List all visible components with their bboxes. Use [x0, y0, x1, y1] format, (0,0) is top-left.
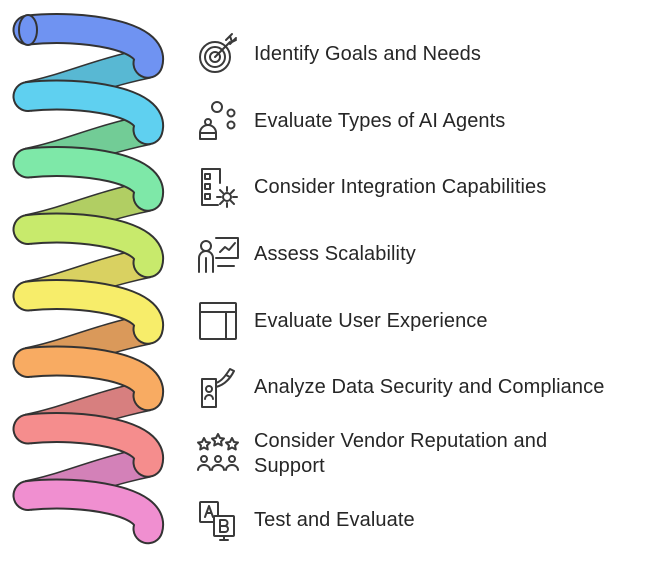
step-label: Evaluate Types of AI Agents	[254, 109, 506, 132]
step-integration: Consider Integration Capabilities	[196, 159, 646, 215]
color-spiral	[12, 13, 164, 545]
spiral-front-strand	[14, 347, 162, 410]
spiral-front-strand	[14, 15, 162, 77]
layout-window-icon	[196, 299, 240, 343]
step-scalability: Assess Scalability	[196, 226, 646, 282]
step-user-experience: Evaluate User Experience	[196, 293, 646, 349]
spiral-front-strand	[14, 281, 162, 343]
id-badge-icon	[196, 365, 240, 409]
step-label: Test and Evaluate	[254, 508, 415, 531]
step-label: Identify Goals and Needs	[254, 42, 481, 65]
step-label: Analyze Data Security and Compliance	[254, 375, 605, 398]
target-icon	[196, 32, 240, 76]
step-identify-goals: Identify Goals and Needs	[196, 26, 646, 82]
step-evaluate-ai-agents: Evaluate Types of AI Agents	[196, 93, 646, 149]
step-data-security: Analyze Data Security and Compliance	[196, 359, 646, 415]
step-label: Assess Scalability	[254, 242, 416, 265]
spiral-front-strand	[14, 480, 162, 543]
spiral-front-strand	[14, 414, 162, 476]
step-test-evaluate: Test and Evaluate	[196, 492, 646, 548]
stars-people-icon	[196, 432, 240, 476]
ai-agent-icon	[196, 99, 240, 143]
step-label: Evaluate User Experience	[254, 309, 488, 332]
step-label: Consider Vendor Reputation and Support	[254, 430, 548, 477]
step-vendor-reputation: Consider Vendor Reputation and Support	[196, 426, 646, 482]
spiral-front-strand	[14, 81, 162, 144]
presenter-chart-icon	[196, 232, 240, 276]
integration-gear-icon	[196, 165, 240, 209]
spiral-front-strand	[14, 148, 162, 210]
ab-test-icon	[196, 498, 240, 542]
step-label: Consider Integration Capabilities	[254, 175, 547, 198]
spiral-front-strand	[14, 214, 162, 277]
spiral-end-cap	[18, 14, 38, 46]
